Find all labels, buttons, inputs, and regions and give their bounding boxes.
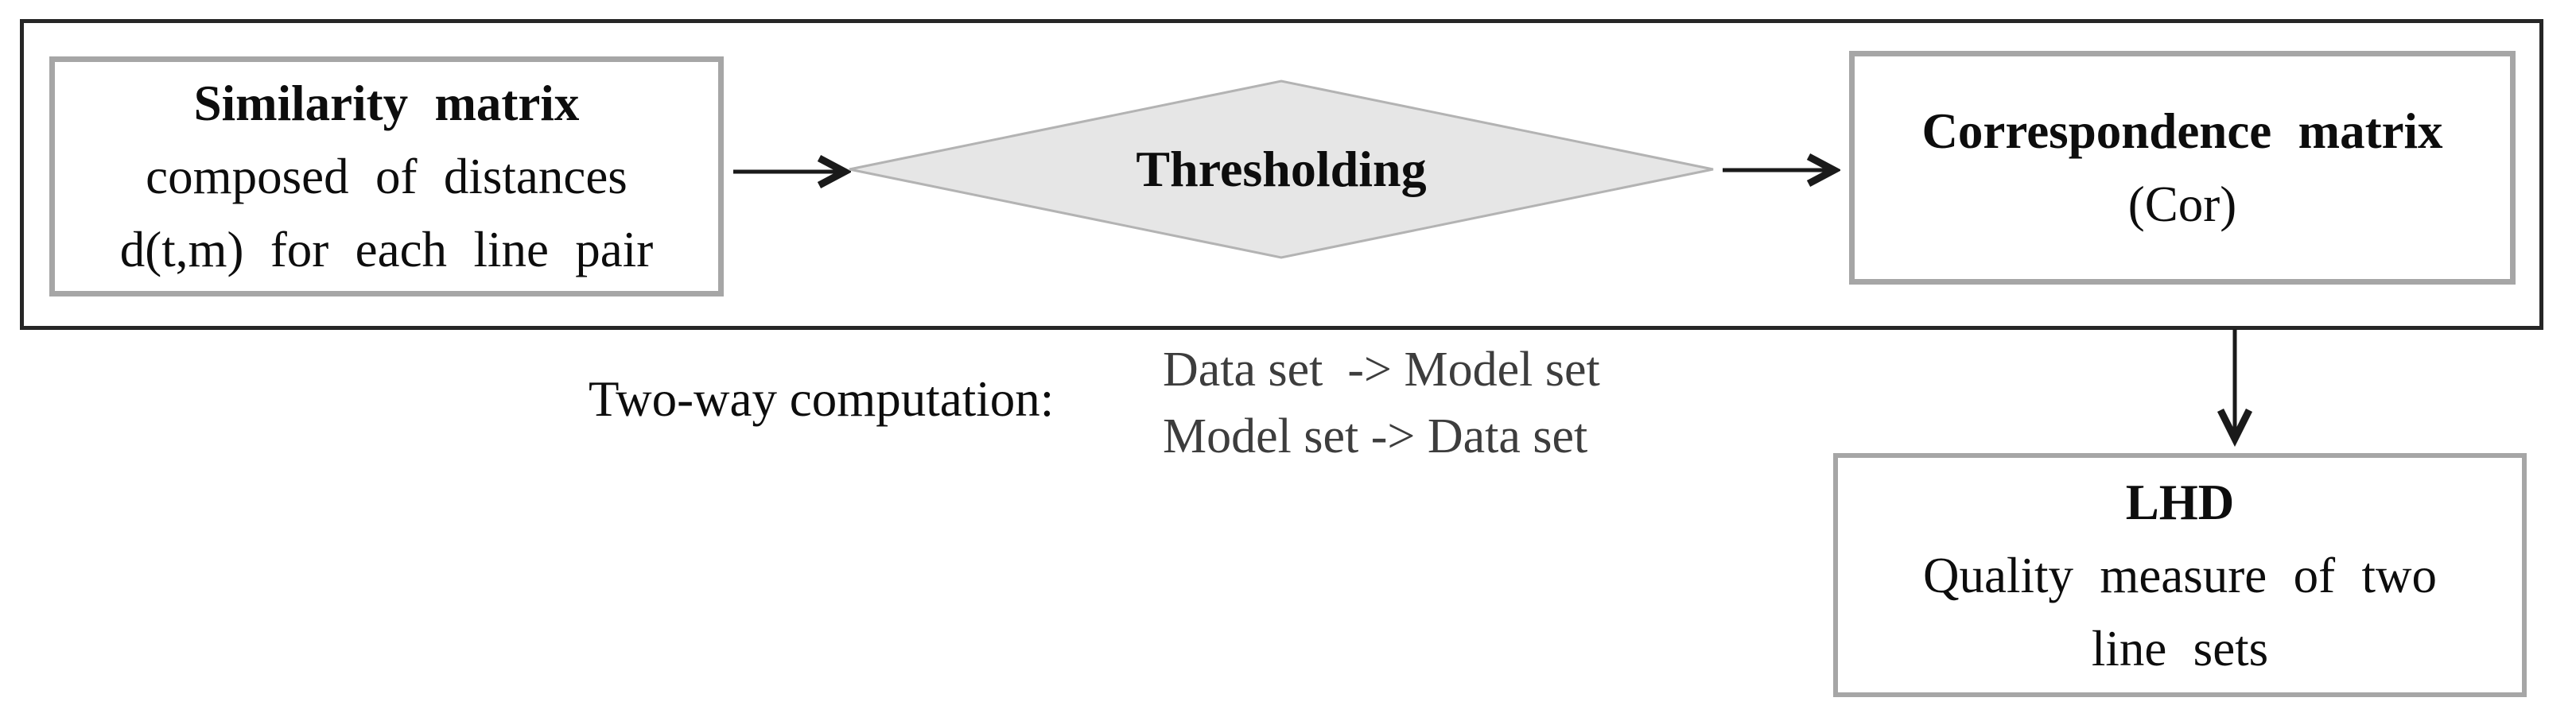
lhd-title: LHD [2125,474,2235,530]
direction-line-data-to-model: Data set -> Model set [1163,343,1600,397]
correspondence-matrix-box: Correspondence matrix (Cor) [1849,51,2516,285]
lhd-box: LHD Quality measure of two line sets [1833,453,2527,697]
diamond-shape [849,79,1714,259]
lhd-body-line1: Quality measure of two [1922,547,2437,603]
two-way-direction-lines: Data set -> Model set Model set -> Data … [1163,336,1600,470]
correspondence-matrix-title: Correspondence matrix [1921,103,2443,159]
direction-line-model-to-data: Model set -> Data set [1163,409,1588,463]
correspondence-matrix-subtitle: (Cor) [2127,176,2237,232]
arrow-right-icon [1723,153,1840,187]
arrow-right-icon [733,155,851,188]
arrow-down-icon [2217,329,2253,447]
two-way-computation-label: Two-way computation: [589,371,1055,427]
pipeline-container-box [20,19,2543,330]
similarity-matrix-box: Similarity matrix composed of distances … [49,56,724,296]
similarity-matrix-title: Similarity matrix [193,76,580,131]
similarity-matrix-body-line2: d(t,m) for each line pair [119,222,654,277]
lhd-body-line2: line sets [2091,620,2269,676]
thresholding-label: Thresholding [1136,141,1427,197]
thresholding-diamond: Thresholding [848,79,1715,259]
similarity-matrix-body-line1: composed of distances [146,149,627,204]
